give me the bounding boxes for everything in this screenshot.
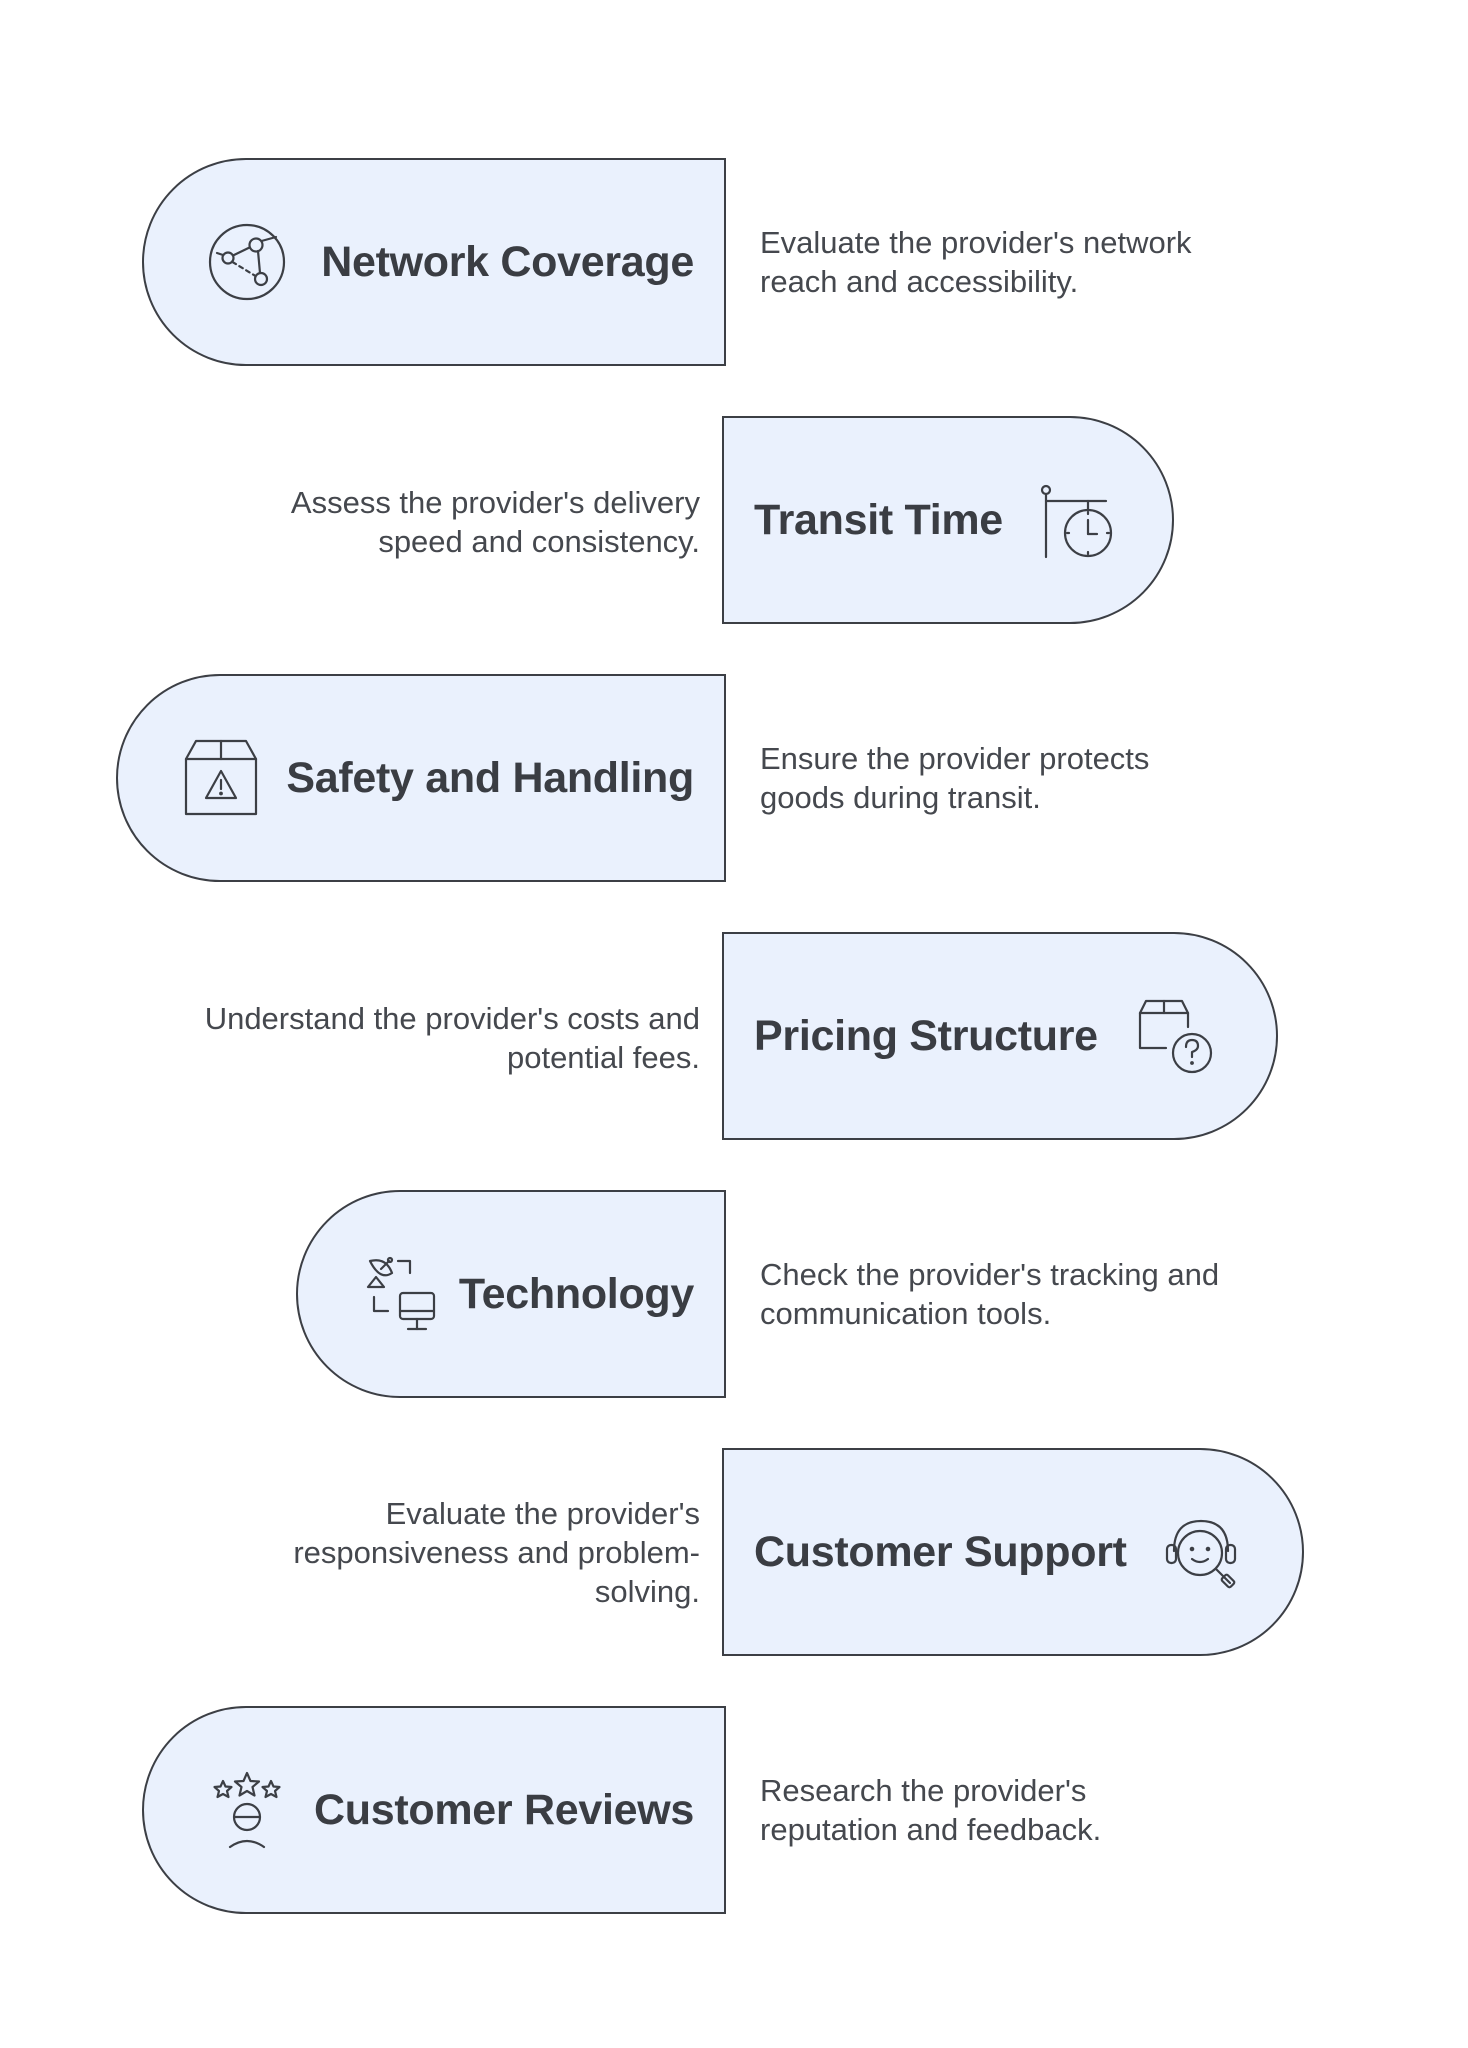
item-title: Transit Time <box>754 495 1003 544</box>
satellite-monitor-icon <box>358 1251 444 1337</box>
item-title: Technology <box>458 1269 694 1318</box>
item-description: Ensure the provider protects goods durin… <box>760 741 1150 815</box>
item-transit-time: Transit Time <box>722 416 1174 624</box>
item-network-coverage: Network Coverage <box>142 158 726 366</box>
item-description: Research the provider's reputation and f… <box>760 1773 1102 1847</box>
item-description: Check the provider's tracking and commun… <box>760 1257 1220 1331</box>
item-title: Customer Support <box>754 1527 1127 1576</box>
item-title: Network Coverage <box>321 237 694 286</box>
item-technology: Technology <box>296 1190 726 1398</box>
network-nodes-icon <box>204 219 290 305</box>
item-description: Evaluate the provider's network reach an… <box>760 225 1192 299</box>
item-customer-reviews: Customer Reviews <box>142 1706 726 1914</box>
person-stars-icon <box>204 1767 290 1853</box>
item-customer-support: Customer Support <box>722 1448 1304 1656</box>
item-pricing-structure: Pricing Structure <box>722 932 1278 1140</box>
item-title: Safety and Handling <box>286 753 694 802</box>
signpost-clock-icon <box>1032 477 1118 563</box>
item-description: Understand the provider's costs and pote… <box>204 1001 700 1075</box>
item-description: Evaluate the provider's responsiveness a… <box>293 1495 700 1609</box>
box-question-icon <box>1132 993 1218 1079</box>
item-safety-and-handling: Safety and Handling <box>116 674 726 882</box>
item-title: Pricing Structure <box>754 1011 1098 1060</box>
item-description: Assess the provider's delivery speed and… <box>290 485 700 559</box>
item-title: Customer Reviews <box>314 1785 694 1834</box>
box-warning-icon <box>178 735 264 821</box>
headset-search-icon <box>1158 1509 1244 1595</box>
